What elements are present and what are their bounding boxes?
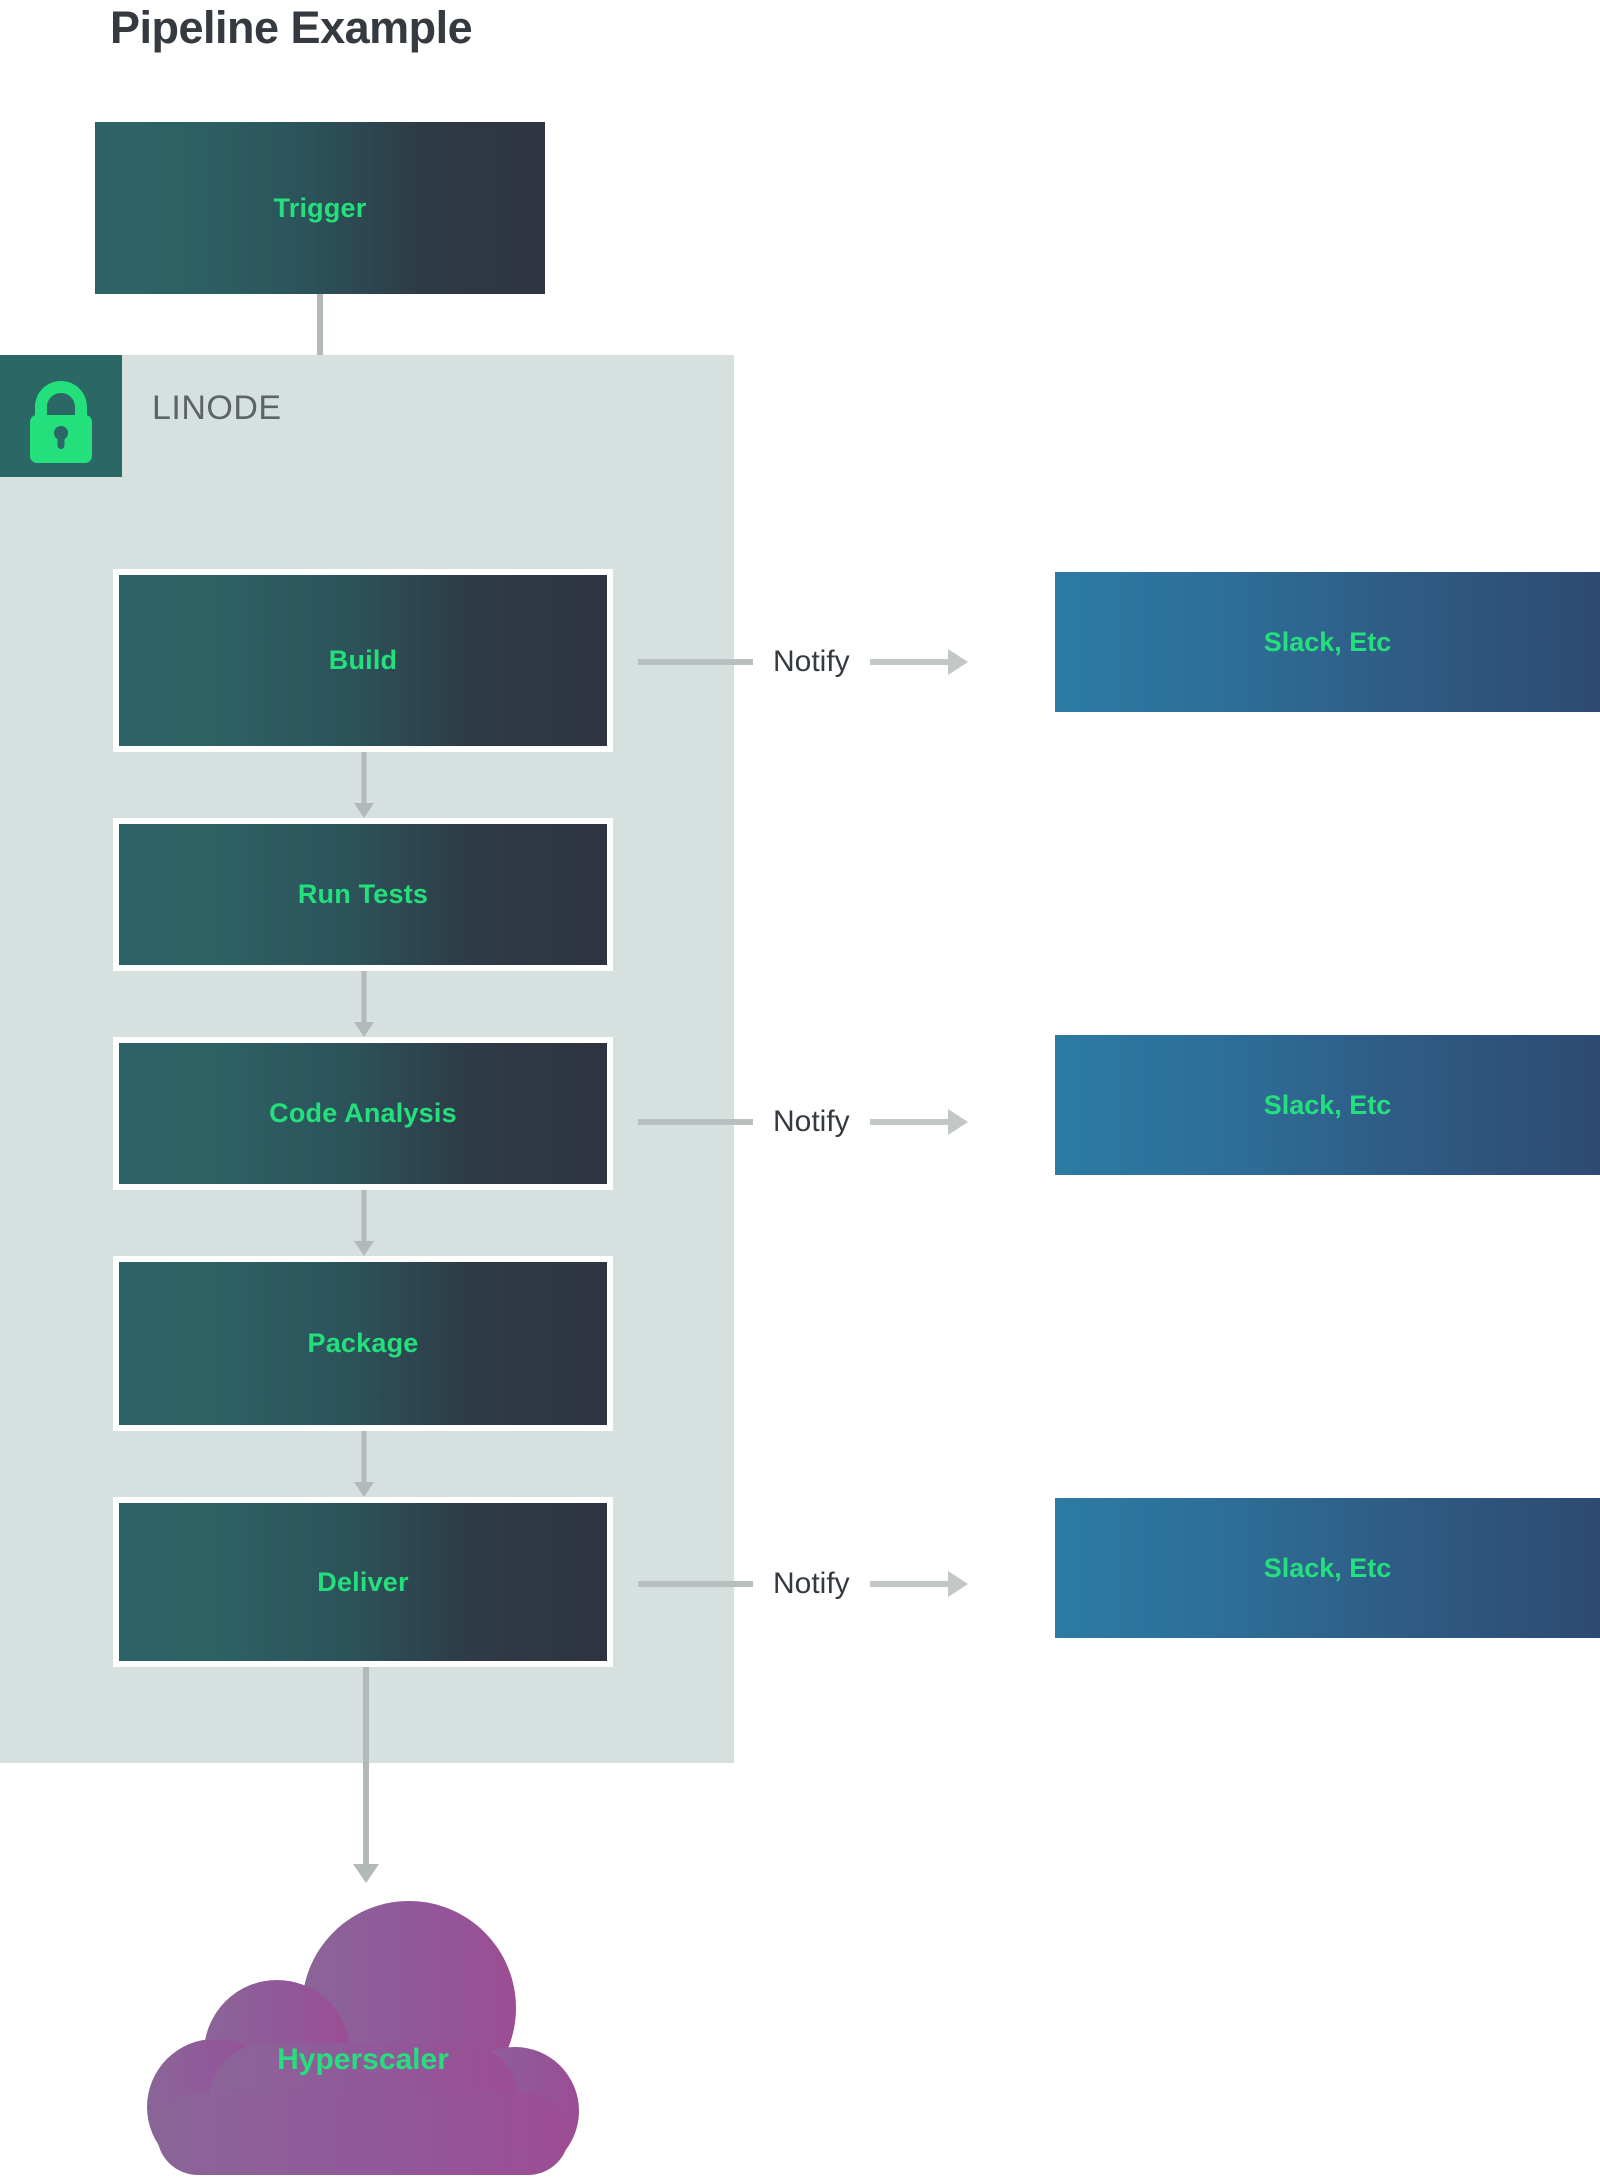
stage-node-deliver[interactable]: Deliver: [113, 1497, 613, 1667]
notify-line-left: [638, 659, 753, 665]
stage-node-run-tests[interactable]: Run Tests: [113, 818, 613, 971]
page-title: Pipeline Example: [110, 2, 473, 53]
notify-edge-build: Notify: [638, 642, 1058, 682]
linode-zone-label: LINODE: [152, 389, 282, 427]
stage-label: Build: [328, 645, 398, 675]
stage-label: Run Tests: [297, 879, 429, 909]
notify-line-left: [638, 1119, 753, 1125]
connector-codeanalysis-to-package: [351, 1190, 377, 1256]
connector-shaft: [361, 1190, 367, 1241]
connector-shaft: [361, 1431, 367, 1482]
notify-edge-label: Notify: [773, 645, 850, 678]
notify-arrow: [869, 1109, 968, 1135]
trigger-box: Trigger: [95, 122, 545, 294]
stage-box: Code Analysis: [119, 1043, 607, 1184]
connector-arrowhead: [354, 1241, 374, 1256]
stage-box: Build: [119, 575, 607, 746]
notify-target-slack-3[interactable]: Slack, Etc: [1055, 1498, 1600, 1638]
connector-shaft: [361, 971, 367, 1022]
connector-deliver-to-hyperscaler: [353, 1667, 379, 1883]
notify-target-label: Slack, Etc: [1263, 1089, 1392, 1120]
connector-arrowhead: [353, 1864, 379, 1883]
notify-edge-label: Notify: [773, 1105, 850, 1138]
stage-node-code-analysis[interactable]: Code Analysis: [113, 1037, 613, 1190]
connector-arrowhead: [354, 803, 374, 818]
stage-label: Package: [307, 1328, 419, 1358]
notify-edge-code-analysis: Notify: [638, 1102, 1058, 1142]
hyperscaler-node[interactable]: Hyperscaler: [137, 1893, 589, 2177]
notify-line-right: [869, 659, 948, 665]
notify-edge-label: Notify: [773, 1567, 850, 1600]
notify-target-slack-2[interactable]: Slack, Etc: [1055, 1035, 1600, 1175]
connector-shaft: [317, 294, 323, 375]
connector-runtests-to-codeanalysis: [351, 971, 377, 1037]
connector-arrowhead: [354, 1022, 374, 1037]
stage-label: Code Analysis: [269, 1098, 457, 1128]
notify-line-right: [869, 1119, 948, 1125]
notify-line-left: [638, 1581, 753, 1587]
connector-arrowhead: [354, 1482, 374, 1497]
notify-target-label: Slack, Etc: [1263, 1552, 1392, 1583]
stage-box: Run Tests: [119, 824, 607, 965]
notify-arrowhead: [947, 649, 968, 675]
stage-node-package[interactable]: Package: [113, 1256, 613, 1431]
notify-target-label: Slack, Etc: [1263, 626, 1392, 657]
trigger-node[interactable]: Trigger: [95, 122, 545, 294]
stage-box: Deliver: [119, 1503, 607, 1661]
connector-package-to-deliver: [351, 1431, 377, 1497]
notify-arrow: [869, 649, 968, 675]
stage-label: Deliver: [317, 1566, 409, 1597]
lock-icon: [0, 355, 122, 477]
notify-line-right: [869, 1581, 948, 1587]
stage-node-build[interactable]: Build: [113, 569, 613, 752]
trigger-label: Trigger: [273, 192, 367, 223]
notify-arrowhead: [947, 1571, 968, 1597]
notify-edge-deliver: Notify: [638, 1564, 1058, 1604]
notify-arrow: [869, 1571, 968, 1597]
notify-target-slack-1[interactable]: Slack, Etc: [1055, 572, 1600, 712]
connector-shaft: [363, 1667, 369, 1864]
notify-arrowhead: [947, 1109, 968, 1135]
connector-shaft: [361, 752, 367, 803]
connector-build-to-runtests: [351, 752, 377, 818]
stage-box: Package: [119, 1262, 607, 1425]
